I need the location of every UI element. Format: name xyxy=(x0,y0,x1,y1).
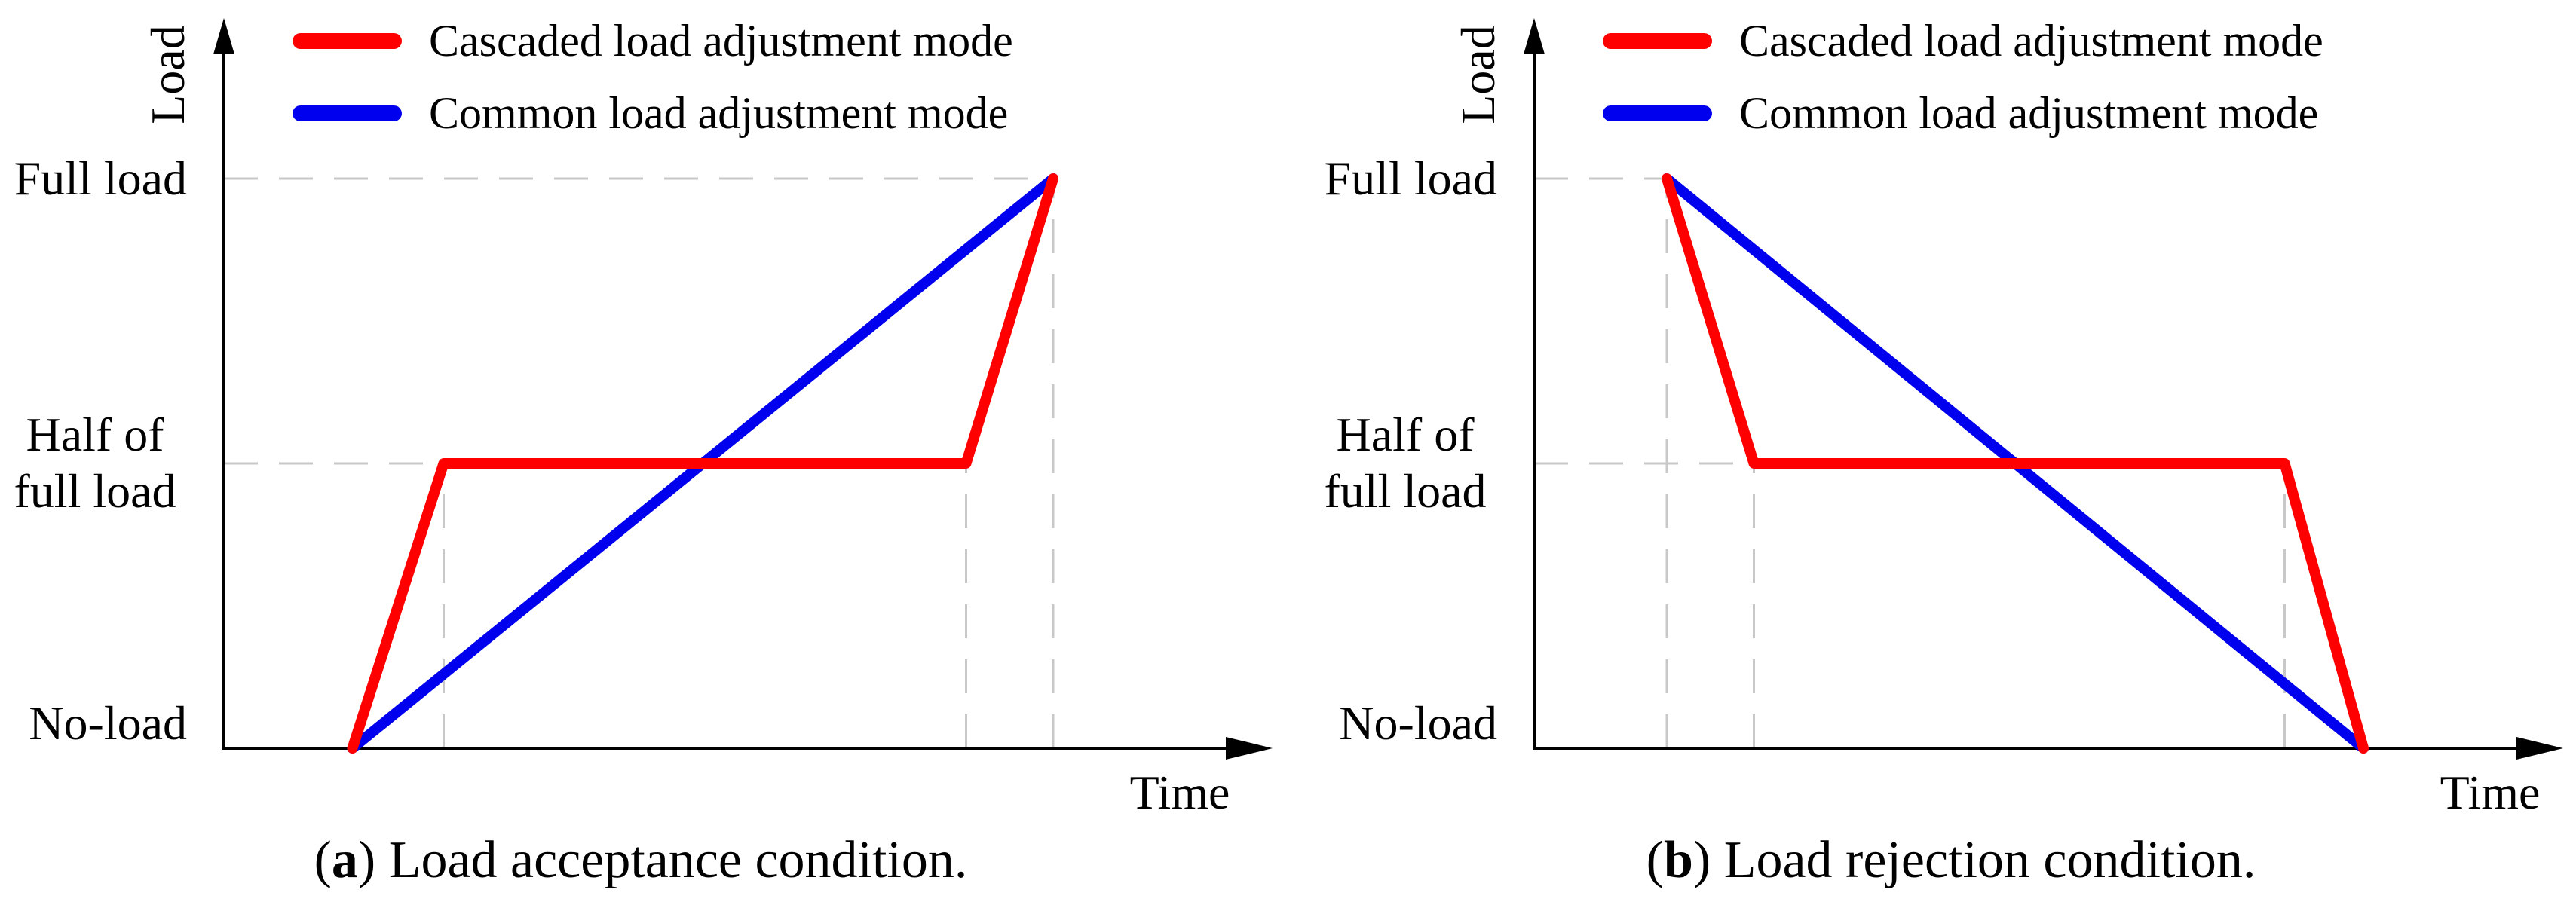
series-line-cascaded-b xyxy=(1662,173,2369,754)
caption-a-letter: a xyxy=(331,831,358,889)
x-axis-label-a: Time xyxy=(1129,766,1230,819)
caption-a-text: ) Load acceptance condition. xyxy=(357,831,968,889)
legend-swatch-common-b xyxy=(1603,105,1712,121)
legend-swatch-cascaded-a xyxy=(293,33,402,49)
ytick-full-load-b: Full load xyxy=(1324,151,1497,205)
caption-b-text: ) Load rejection condition. xyxy=(1692,831,2256,889)
x-axis-arrow-icon xyxy=(2516,737,2563,760)
legend-label-cascaded-a: Cascaded load adjustment mode xyxy=(429,16,1013,66)
caption-a: (a) Load acceptance condition. xyxy=(53,826,1229,895)
series-line-cascaded-a xyxy=(347,173,1058,754)
ytick-full-load-a: Full load xyxy=(14,151,187,205)
caption-b-paren-open: ( xyxy=(1646,831,1664,889)
caption-b-letter: b xyxy=(1663,831,1693,889)
caption-a-paren-open: ( xyxy=(314,831,332,889)
ytick-half-load-b: Half of full load xyxy=(1310,406,1500,519)
x-axis-label-b: Time xyxy=(2440,766,2541,819)
ytick-no-load-b: No-load xyxy=(1339,696,1497,750)
x-axis-arrow-icon xyxy=(1226,737,1273,760)
ytick-half-load-b-line2: full load xyxy=(1324,464,1487,518)
y-axis-arrow-icon xyxy=(213,18,234,54)
legend-label-common-b: Common load adjustment mode xyxy=(1739,88,2319,138)
ytick-half-load-a-line1: Half of xyxy=(26,408,164,461)
legend-swatch-common-a xyxy=(293,105,402,121)
legend-label-cascaded-b: Cascaded load adjustment mode xyxy=(1739,16,2323,66)
ytick-half-load-a-line2: full load xyxy=(14,464,176,518)
ytick-no-load-a: No-load xyxy=(29,696,187,750)
caption-b: (b) Load rejection condition. xyxy=(1363,826,2539,895)
legend-label-common-a: Common load adjustment mode xyxy=(429,88,1009,138)
legend-swatch-cascaded-b xyxy=(1603,33,1712,49)
y-axis-arrow-icon xyxy=(1524,18,1545,54)
ytick-half-load-a: Half of full load xyxy=(0,406,190,519)
ytick-half-load-b-line1: Half of xyxy=(1336,408,1475,461)
